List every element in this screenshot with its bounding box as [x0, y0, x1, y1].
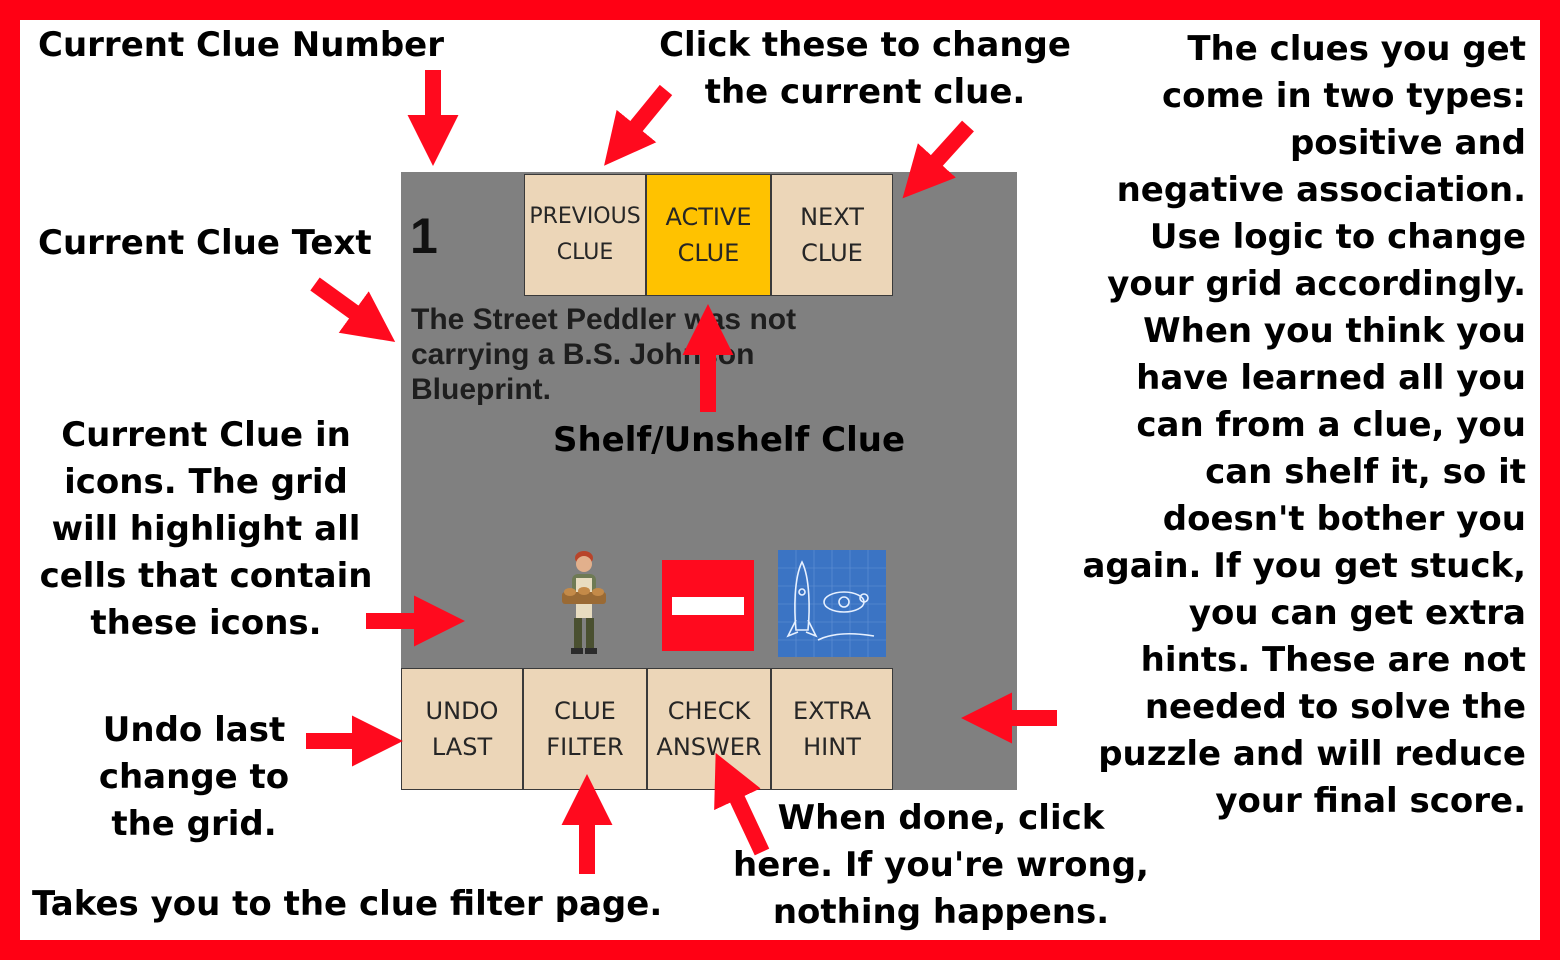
annotation-change-clue: Click these to change the current clue. — [646, 22, 1084, 116]
annotation-line: Click these to change — [659, 25, 1071, 65]
extra-hint-button[interactable]: Extra Hint — [771, 668, 893, 790]
annotation-line: these icons. — [90, 603, 322, 643]
annotation-line: Shelf/Unshelf Clue — [552, 420, 906, 460]
button-label: Last — [431, 733, 493, 761]
annotation-line: hints. These are not — [1140, 640, 1526, 680]
annotation-line: negative association. — [1116, 170, 1526, 210]
negative-association-icon — [662, 560, 754, 651]
button-label: Extra — [793, 697, 871, 725]
annotation-line: cells that contain — [39, 556, 373, 596]
button-label: Check — [667, 697, 751, 725]
annotation-line: you can get extra — [1188, 593, 1526, 633]
current-clue-text[interactable]: The Street Peddler was not carrying a B.… — [411, 303, 797, 406]
button-label: Clue — [677, 239, 740, 267]
annotation-line: again. If you get stuck, — [1082, 546, 1526, 586]
annotation-line: have learned all you — [1136, 358, 1526, 398]
annotation-line: positive and — [1289, 123, 1526, 163]
annotation-line: here. If you're wrong, — [733, 845, 1149, 885]
button-label: Undo — [425, 697, 499, 725]
button-label: Clue — [801, 239, 863, 267]
button-label: Next — [800, 203, 864, 231]
clue-filter-button[interactable]: Clue Filter — [523, 668, 647, 790]
button-label: Clue — [556, 240, 614, 265]
annotation-line: doesn't bother you — [1162, 499, 1526, 539]
annotation-line: Current Clue Number — [38, 25, 445, 65]
annotation-line: Takes you to the clue filter page. — [32, 884, 663, 924]
annotation-check: When done, click here. If you're wrong, … — [716, 795, 1166, 936]
button-label: Filter — [546, 733, 624, 761]
annotation-line: can from a clue, you — [1136, 405, 1526, 445]
annotation-line: puzzle and will reduce — [1098, 734, 1526, 774]
button-label: Hint — [803, 733, 861, 761]
annotation-clue-icons: Current Clue in icons. The grid will hig… — [30, 412, 382, 647]
annotation-line: the grid. — [111, 804, 277, 844]
annotation-line: Current Clue in — [61, 415, 351, 455]
annotation-line: the current clue. — [704, 72, 1026, 112]
active-clue-button[interactable]: Active Clue — [646, 174, 771, 296]
button-label: Previous — [529, 204, 641, 229]
annotation-undo: Undo last change to the grid. — [80, 707, 308, 848]
blueprint-icon — [778, 550, 886, 657]
annotation-line: needed to solve the — [1144, 687, 1526, 727]
annotation-line: change to — [98, 757, 290, 797]
annotation-line: The clues you get — [1187, 29, 1526, 69]
check-answer-button[interactable]: Check Answer — [647, 668, 771, 790]
annotation-line: can shelf it, so it — [1205, 452, 1526, 492]
button-label: Clue — [554, 697, 616, 725]
annotation-line: When you think you — [1143, 311, 1526, 351]
annotation-line: nothing happens. — [772, 892, 1110, 932]
annotation-line: icons. The grid — [64, 462, 348, 502]
annotation-filter: Takes you to the clue filter page. — [32, 881, 662, 928]
annotation-clue-text: Current Clue Text — [38, 220, 372, 267]
annotation-line: will highlight all — [51, 509, 361, 549]
annotation-clue-number: Current Clue Number — [38, 22, 444, 69]
annotation-line: Undo last — [102, 710, 286, 750]
street-peddler-icon — [552, 548, 616, 660]
undo-last-button[interactable]: Undo Last — [401, 668, 523, 790]
button-label: Active — [665, 203, 752, 231]
annotation-line: come in two types: — [1161, 76, 1526, 116]
annotation-line: your grid accordingly. — [1107, 264, 1526, 304]
annotation-shelf: Shelf/Unshelf Clue — [540, 417, 918, 464]
current-clue-number: 1 — [410, 208, 438, 264]
previous-clue-button[interactable]: Previous Clue — [524, 174, 646, 296]
annotation-clue-types: The clues you get come in two types: pos… — [1082, 26, 1526, 825]
annotation-line: your final score. — [1215, 781, 1526, 821]
button-label: Answer — [656, 733, 762, 761]
annotation-line: Current Clue Text — [38, 223, 372, 263]
annotation-line: Use logic to change — [1149, 217, 1526, 257]
next-clue-button[interactable]: Next Clue — [771, 174, 893, 296]
annotation-line: When done, click — [777, 798, 1105, 838]
